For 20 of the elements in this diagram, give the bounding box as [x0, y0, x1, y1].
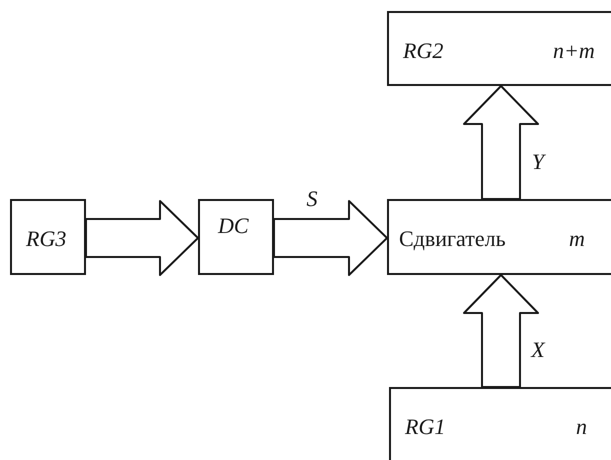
block-name: Сдвигатель: [399, 227, 506, 251]
bit-width: n+m: [553, 39, 595, 63]
edge-label: X: [531, 338, 545, 362]
block-name: RG3: [26, 227, 66, 251]
block-name: RG2: [403, 39, 444, 63]
register-box: [10, 199, 86, 275]
bus-arrow: [463, 85, 539, 200]
bus-arrow: [273, 200, 388, 276]
register-box: [198, 199, 274, 275]
bus-arrow: [85, 200, 199, 276]
block-name: DC: [218, 214, 249, 238]
register-box: [387, 199, 611, 275]
bit-width: m: [569, 227, 585, 251]
register-box: [387, 11, 611, 86]
bus-arrow: [463, 274, 539, 388]
block-name: RG1: [405, 415, 446, 439]
edge-label: S: [306, 187, 318, 211]
bit-width: n: [576, 415, 587, 439]
register-box: [389, 387, 611, 460]
edge-label: Y: [532, 150, 544, 174]
